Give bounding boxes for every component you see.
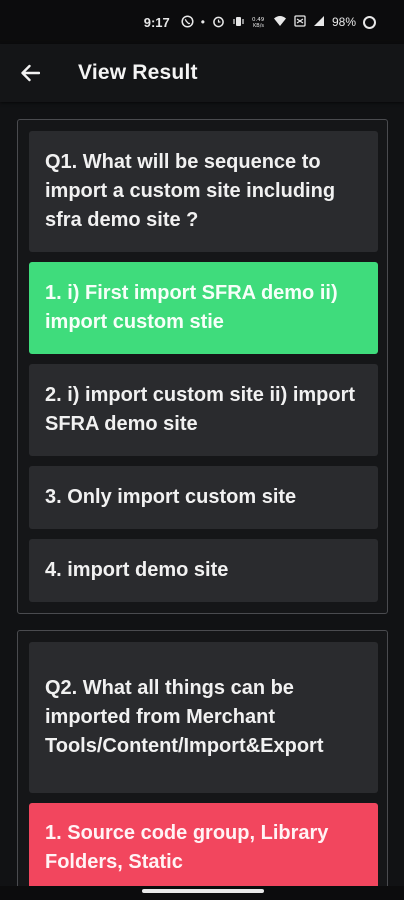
back-button[interactable] <box>2 44 58 102</box>
svg-text:KB/s: KB/s <box>253 23 264 28</box>
option-item: 3. Only import custom site <box>29 466 378 529</box>
signal-icon <box>313 15 325 29</box>
home-gesture-handle[interactable] <box>142 889 264 893</box>
battery-icon <box>363 15 376 29</box>
alarm-icon <box>212 15 225 30</box>
wifi-icon <box>273 15 287 29</box>
question-text: Q1. What will be sequence to import a cu… <box>29 131 378 252</box>
battery-percent: 98% <box>331 15 356 29</box>
question-card: Q1. What will be sequence to import a cu… <box>17 119 388 614</box>
option-correct: 1. i) First import SFRA demo ii) import … <box>29 262 378 354</box>
question-card: Q2. What all things can be imported from… <box>17 630 388 886</box>
app-bar: View Result <box>0 44 404 102</box>
result-list[interactable]: Q1. What will be sequence to import a cu… <box>0 102 404 886</box>
option-item: 4. import demo site <box>29 539 378 602</box>
whatsapp-icon <box>181 14 194 30</box>
arrow-back-icon <box>21 64 40 82</box>
svg-text:0.49: 0.49 <box>252 17 265 23</box>
question-text: Q2. What all things can be imported from… <box>29 642 378 793</box>
navigation-bar <box>0 886 404 900</box>
status-time: 9:17 <box>143 14 170 30</box>
option-item: 2. i) import custom site ii) import SFRA… <box>29 364 378 456</box>
option-wrong: 1. Source code group, Library Folders, S… <box>29 803 378 886</box>
page-title: View Result <box>78 61 198 84</box>
sim-icon <box>294 15 306 29</box>
vibrate-icon <box>232 15 245 30</box>
status-dot: • <box>200 15 205 29</box>
